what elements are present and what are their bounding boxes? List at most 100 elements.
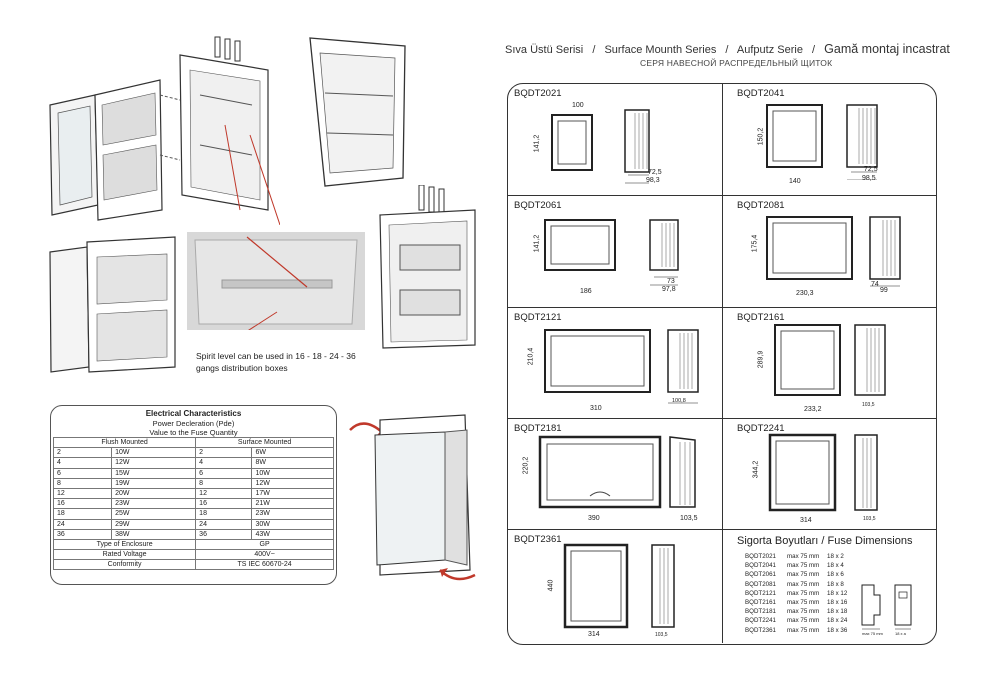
bqdt2061-drawing [544, 219, 679, 286]
cell: 12 [52, 487, 113, 500]
cell: 15W [111, 467, 197, 479]
spirit-level-caption: Spirit level can be used in 16 - 18 - 24… [196, 350, 396, 374]
conformity-value: TS IEC 60670-24 [195, 559, 334, 571]
cell: 30W [251, 518, 334, 530]
fuse-max: max 75 mm [787, 571, 820, 579]
dim-depth-2: 103,5 [862, 402, 875, 408]
fuse-model: BQDT2161 [745, 599, 776, 607]
cell: 17W [251, 487, 334, 500]
bqdt2161-drawing [774, 324, 886, 396]
model-label-bqdt2161: BQDT2161 [737, 312, 785, 323]
cell: 2 [52, 447, 113, 459]
table-subtitle-2: Value to the Fuse Quantity [149, 428, 238, 437]
fuse-max: max 75 mm [787, 562, 820, 570]
fuse-qty: 18 x 6 [827, 571, 844, 579]
grid-divider [507, 529, 936, 530]
model-label-bqdt2061: BQDT2061 [514, 200, 562, 211]
cell: 8 [52, 477, 113, 489]
dim-depth-2: 103,5 [863, 516, 876, 522]
bqdt2181-drawing [538, 435, 696, 509]
cell: 4 [52, 457, 113, 469]
dim-height: 220,2 [522, 456, 530, 475]
exploded-box-illustration [49, 36, 280, 225]
fuse-max: max 75 mm [787, 599, 820, 607]
fuse-figure-label-2: 18 x a [895, 631, 906, 636]
bqdt2081-drawing [766, 216, 901, 287]
grid-divider [507, 307, 936, 308]
conformity-label: Conformity [52, 559, 197, 571]
title-separator: / [592, 44, 596, 56]
grid-divider [507, 418, 936, 419]
dim-depth-1: 74 [871, 281, 879, 288]
fuse-model: BQDT2041 [745, 562, 776, 570]
fuse-model: BQDT2181 [745, 608, 776, 616]
fuse-figure-label-1: max 75 mm [862, 631, 883, 636]
fuse-qty: 18 x 36 [827, 626, 848, 634]
cell: 12W [251, 477, 334, 489]
model-label-bqdt2181: BQDT2181 [514, 423, 562, 434]
fuse-qty: 18 x 2 [827, 553, 844, 560]
cell: 4 [195, 457, 253, 469]
title-en: Surface Mounth Series [604, 44, 717, 56]
dim-depth-2: 99 [880, 287, 888, 294]
bqdt2021-drawing [551, 109, 650, 184]
cell: 43W [251, 528, 334, 540]
series-title-ru: СЕРЯ НАВЕСНОЙ РАСПРЕДЕЛЬНЫЙ ЩИТОК [640, 58, 833, 68]
enclosure-label: Type of Enclosure [52, 538, 197, 551]
table-subtitle-1: Power Decleration (Pde) [152, 419, 235, 428]
bqdt2361-drawing [563, 543, 675, 629]
cell: 18 [52, 508, 113, 520]
dim-width: 230,3 [796, 290, 814, 297]
cell: 16 [52, 498, 113, 510]
dim-height: 141,2 [533, 134, 541, 153]
fuse-dimension-figure [861, 584, 912, 630]
dim-height: 150,2 [757, 127, 765, 146]
small-open-box-illustration [49, 236, 176, 373]
fuse-model: BQDT2081 [745, 580, 776, 588]
title-de: Aufputz Serie [736, 44, 803, 56]
fuse-max: max 75 mm [787, 608, 820, 616]
cell: 10W [111, 447, 197, 459]
cell: 16 [195, 498, 253, 510]
cell: 20W [111, 487, 197, 500]
voltage-label: Rated Voltage [52, 549, 197, 561]
surface-box-with-arrows-illustration [349, 414, 476, 581]
cell: 8W [251, 457, 334, 469]
cell: 10W [251, 467, 334, 479]
cell: 18 [195, 508, 253, 520]
cell: 6 [195, 467, 253, 479]
dim-depth-2: 97,8 [662, 286, 676, 293]
cell: 38W [111, 528, 197, 540]
closed-box-illustration [309, 37, 406, 187]
series-title: Sıva Üstü Serisi / Surface Mounth Series… [505, 42, 975, 56]
model-label-bqdt2021: BQDT2021 [514, 88, 562, 99]
cell: 23W [251, 508, 334, 520]
fuse-qty: 18 x 24 [827, 617, 848, 625]
cell: 23W [111, 498, 197, 510]
table-title: Electrical Characteristics [145, 409, 242, 418]
grid-divider [507, 195, 936, 196]
cell: 8 [195, 477, 253, 489]
fuse-max: max 75 mm [787, 580, 820, 588]
dim-depth-2: 103,5 [655, 632, 668, 638]
cell: 6W [251, 447, 334, 459]
bqdt2241-drawing [768, 433, 878, 512]
cell: 12W [111, 457, 197, 469]
model-label-bqdt2081: BQDT2081 [737, 200, 785, 211]
dim-width: 314 [800, 517, 812, 524]
electrical-characteristics-table: Electrical Characteristics Power Declera… [50, 405, 337, 585]
fuse-model: BQDT2121 [745, 589, 776, 597]
cell: 25W [111, 508, 197, 520]
fuse-qty: 18 x 18 [827, 608, 848, 616]
title-separator: / [812, 44, 816, 56]
